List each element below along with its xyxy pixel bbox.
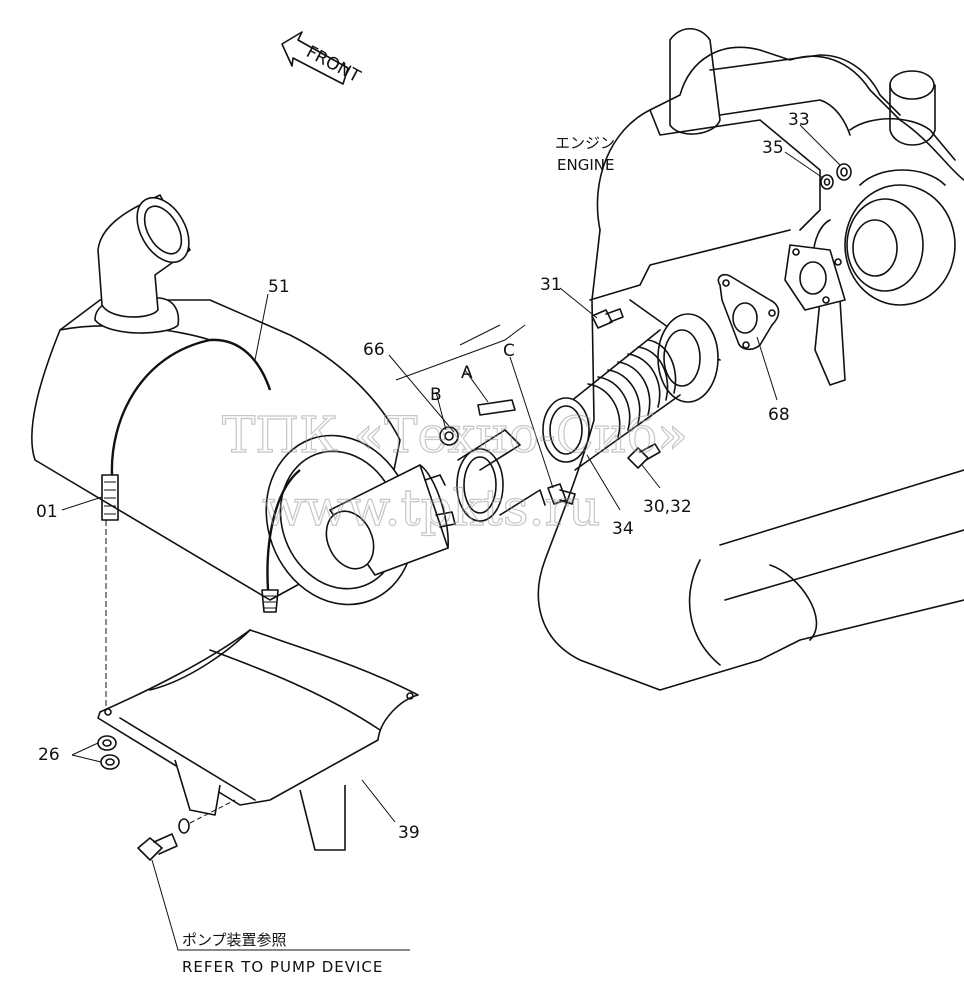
note-jp: ポンプ装置参照 [182,931,287,949]
alignment-lines [105,324,501,710]
callout-a: A [461,363,473,383]
nuts-26 [97,735,120,770]
callout-68: 68 [768,405,790,425]
callout-51: 51 [268,277,290,297]
callout-34: 34 [612,519,634,539]
front-arrow: FRONT [281,31,364,87]
flange-gasket [717,273,780,351]
callout-b: B [430,385,442,405]
callout-66: 66 [363,340,385,360]
callout-31: 31 [540,275,562,295]
callout-30-32: 30,32 [643,497,692,517]
labels: エンジン ENGINE 51 01 66 A B C 31 33 35 68 3… [36,110,810,976]
watermark-line1: ТПК «Техно-Сиб» [222,406,688,464]
callout-26: 26 [38,745,60,765]
pump-bolt [137,799,236,861]
leader-lines [61,124,841,951]
washer-35 [820,174,834,190]
flex-exhaust-tube [542,313,719,471]
engine-label-jp: エンジン [555,134,615,152]
callout-33: 33 [788,110,810,130]
bolt-31 [591,308,624,329]
watermark-line2: www.tpkts.ru [262,479,601,537]
muffler-bracket [97,629,419,851]
engine-label-en: ENGINE [557,156,614,174]
engine-outline [537,27,964,691]
callout-01: 01 [36,502,58,522]
note-en: REFER TO PUMP DEVICE [182,958,383,976]
callout-39: 39 [398,823,420,843]
callout-c: C [503,341,515,361]
nut-33 [836,163,852,181]
callout-35: 35 [762,138,784,158]
muffler [31,194,456,613]
bolt-30-32 [627,443,661,469]
watermark: ТПК «Техно-Сиб» www.tpkts.ru [221,405,688,537]
